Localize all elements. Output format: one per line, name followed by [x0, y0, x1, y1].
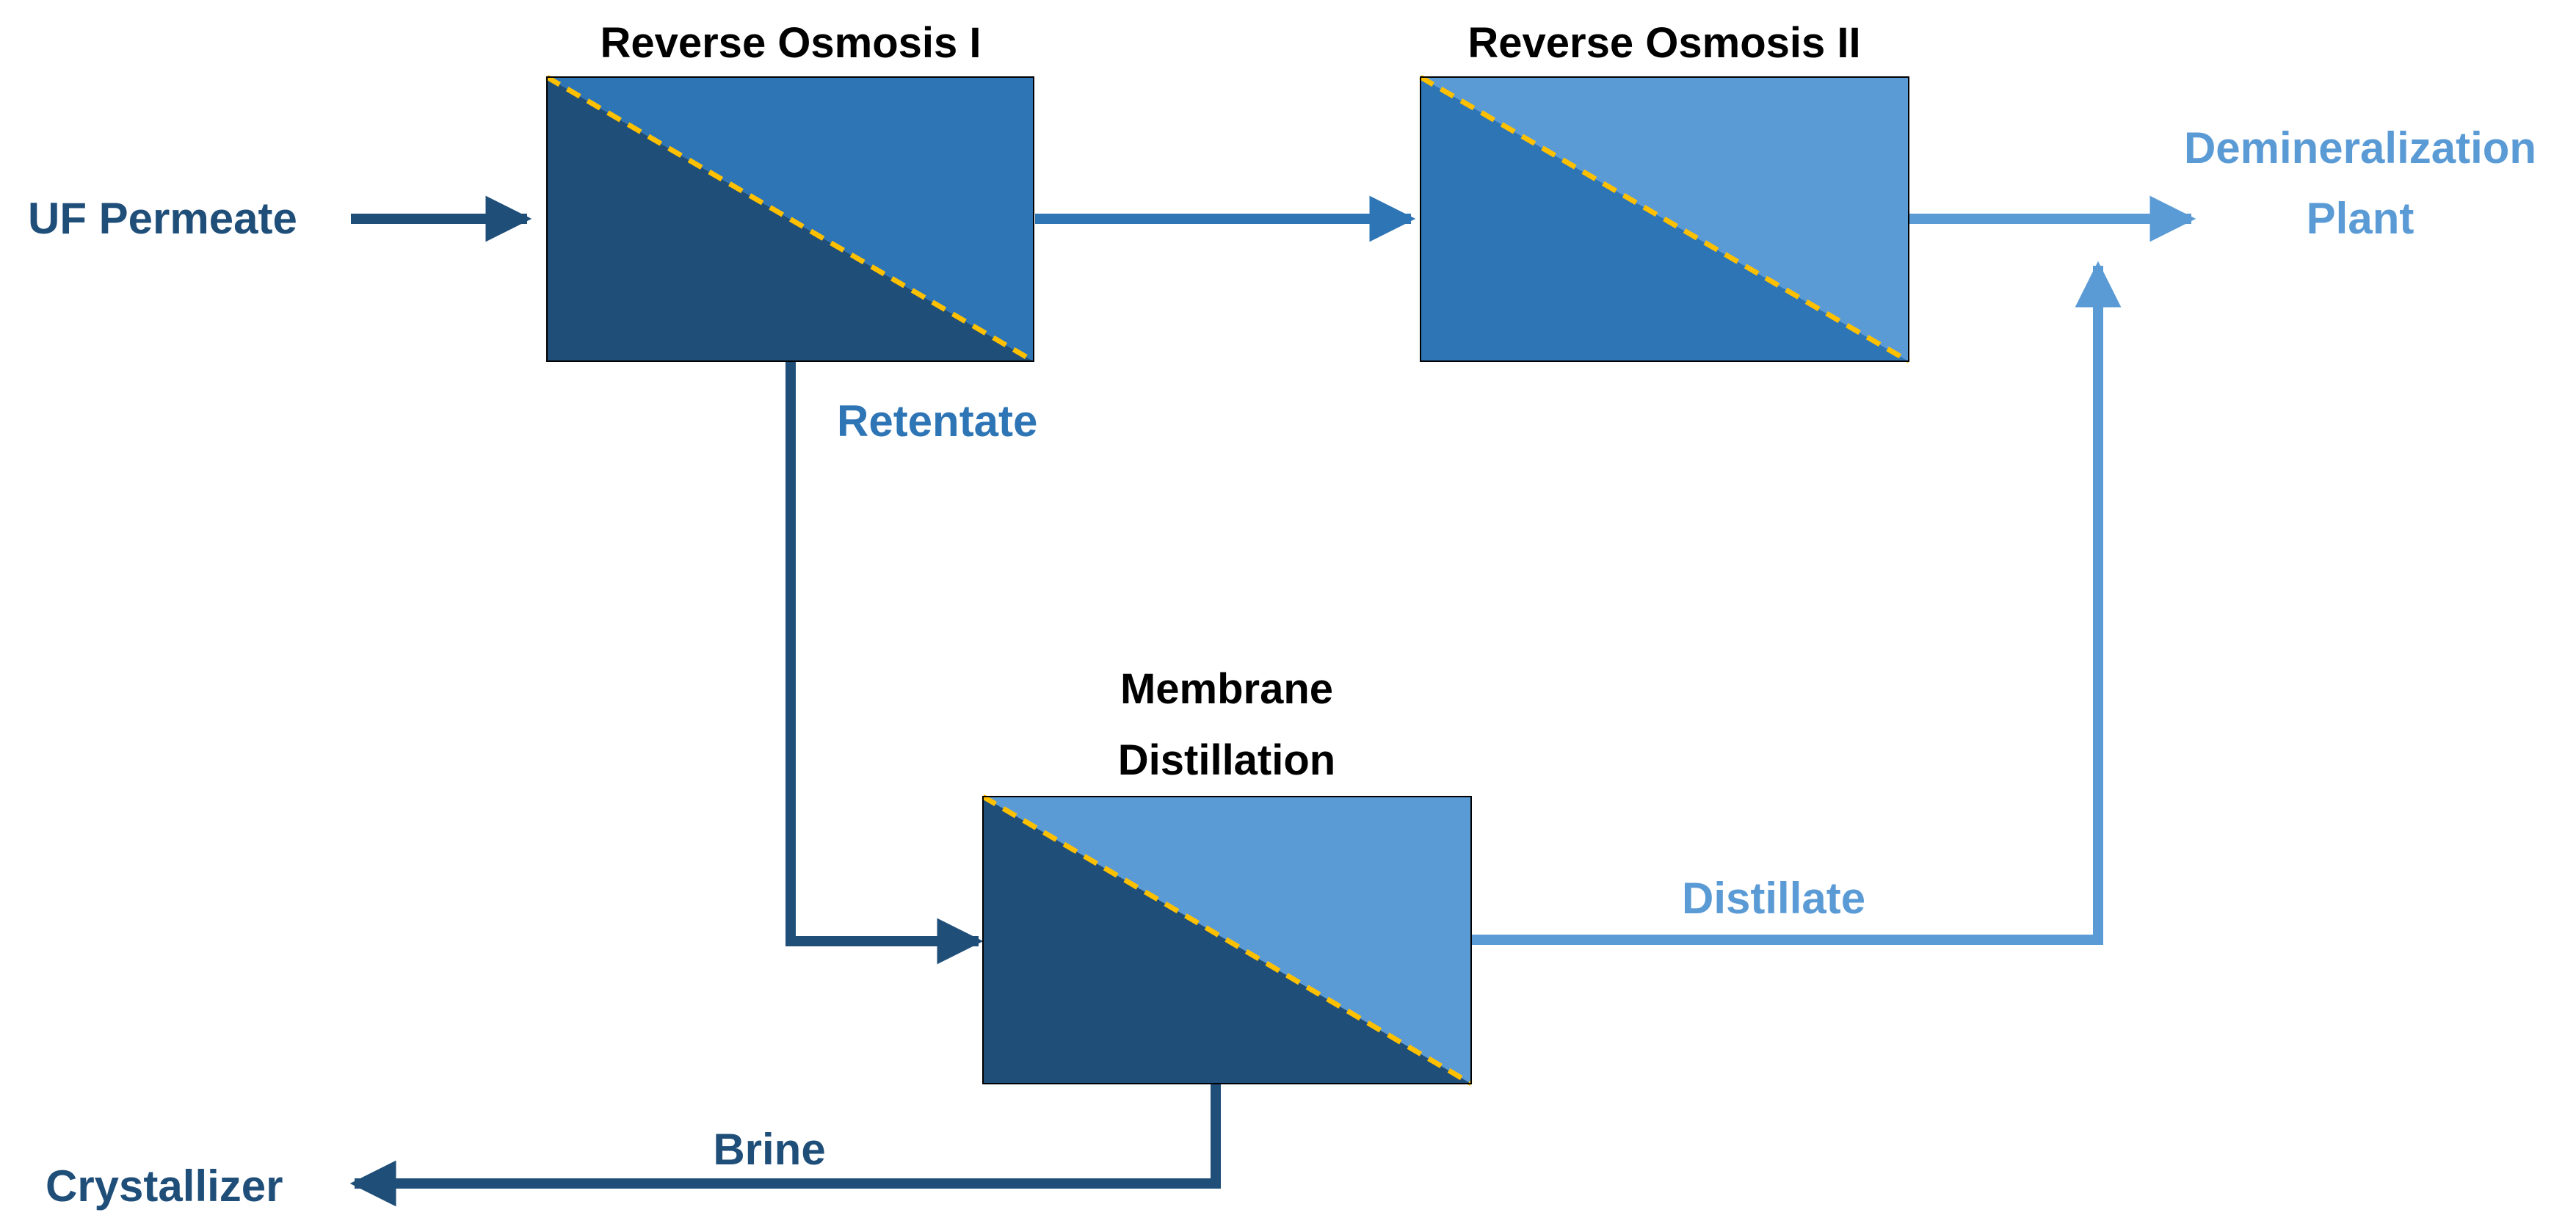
md-membrane-line [982, 794, 1473, 1087]
brine-line-arrow [349, 1084, 1221, 1207]
retentate-line-arrow [786, 361, 984, 965]
md-title-line1: Membrane [1120, 665, 1333, 713]
ro2-membrane-line [1419, 74, 1910, 364]
ro1-permeate-side [547, 77, 1034, 361]
reverse-osmosis-1-unit [545, 74, 1035, 364]
demineralization-label-line1: Demineralization [2184, 123, 2536, 173]
ro2-box-outline [1420, 76, 1909, 362]
md-box-outline [982, 796, 1472, 1084]
uf-permeate-label: UF Permeate [28, 194, 297, 243]
ro2-title: Reverse Osmosis II [1467, 19, 1860, 67]
reverse-osmosis-2-unit [1419, 74, 1910, 364]
retentate-label: Retentate [837, 396, 1037, 446]
ro1-box-outline [546, 76, 1034, 362]
distillate-label: Distillate [1682, 874, 1865, 923]
md-title-line2: Distillation [1118, 736, 1335, 784]
membrane-distillation-unit [982, 794, 1473, 1087]
crystallizer-label: Crystallizer [46, 1161, 283, 1211]
demineralization-label-line2: Plant [2307, 194, 2414, 243]
ro1-title: Reverse Osmosis I [600, 19, 981, 67]
brine-label: Brine [713, 1125, 825, 1174]
distillate-line-arrow [1471, 261, 2122, 945]
